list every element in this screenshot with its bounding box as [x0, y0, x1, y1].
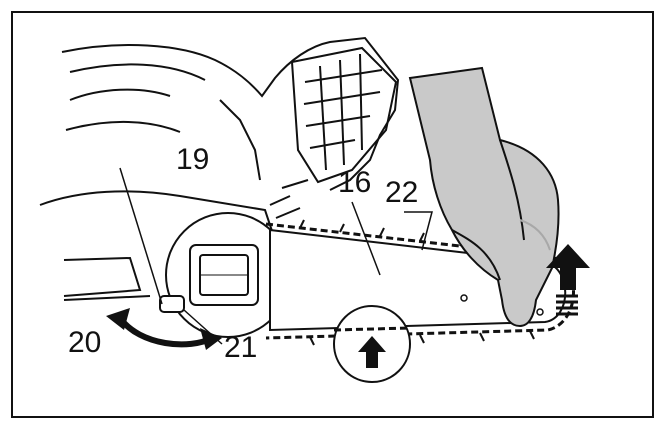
figure-border — [11, 11, 654, 418]
leader-21 — [183, 309, 223, 345]
saw-body — [39, 179, 309, 301]
guide-bar-hole — [460, 294, 468, 302]
leader-16 — [351, 201, 381, 276]
leader-19 — [119, 167, 163, 305]
callout-20: 20 — [68, 326, 102, 359]
callout-16: 16 — [338, 166, 372, 199]
guide-bar-hole — [536, 308, 544, 316]
up-arrow-icon — [358, 336, 386, 368]
lift-arrow-detail — [333, 305, 411, 383]
callout-22: 22 — [385, 176, 419, 209]
callout-19: 19 — [176, 143, 210, 176]
curved-double-arrow-icon — [106, 308, 222, 350]
leader-22 — [404, 211, 433, 251]
motor-housing — [61, 36, 400, 191]
callout-21: 21 — [224, 331, 258, 364]
gloved-hand — [408, 66, 560, 328]
up-arrow-icon — [546, 244, 590, 316]
tension-knob — [159, 295, 185, 313]
handle-grille — [290, 46, 398, 184]
